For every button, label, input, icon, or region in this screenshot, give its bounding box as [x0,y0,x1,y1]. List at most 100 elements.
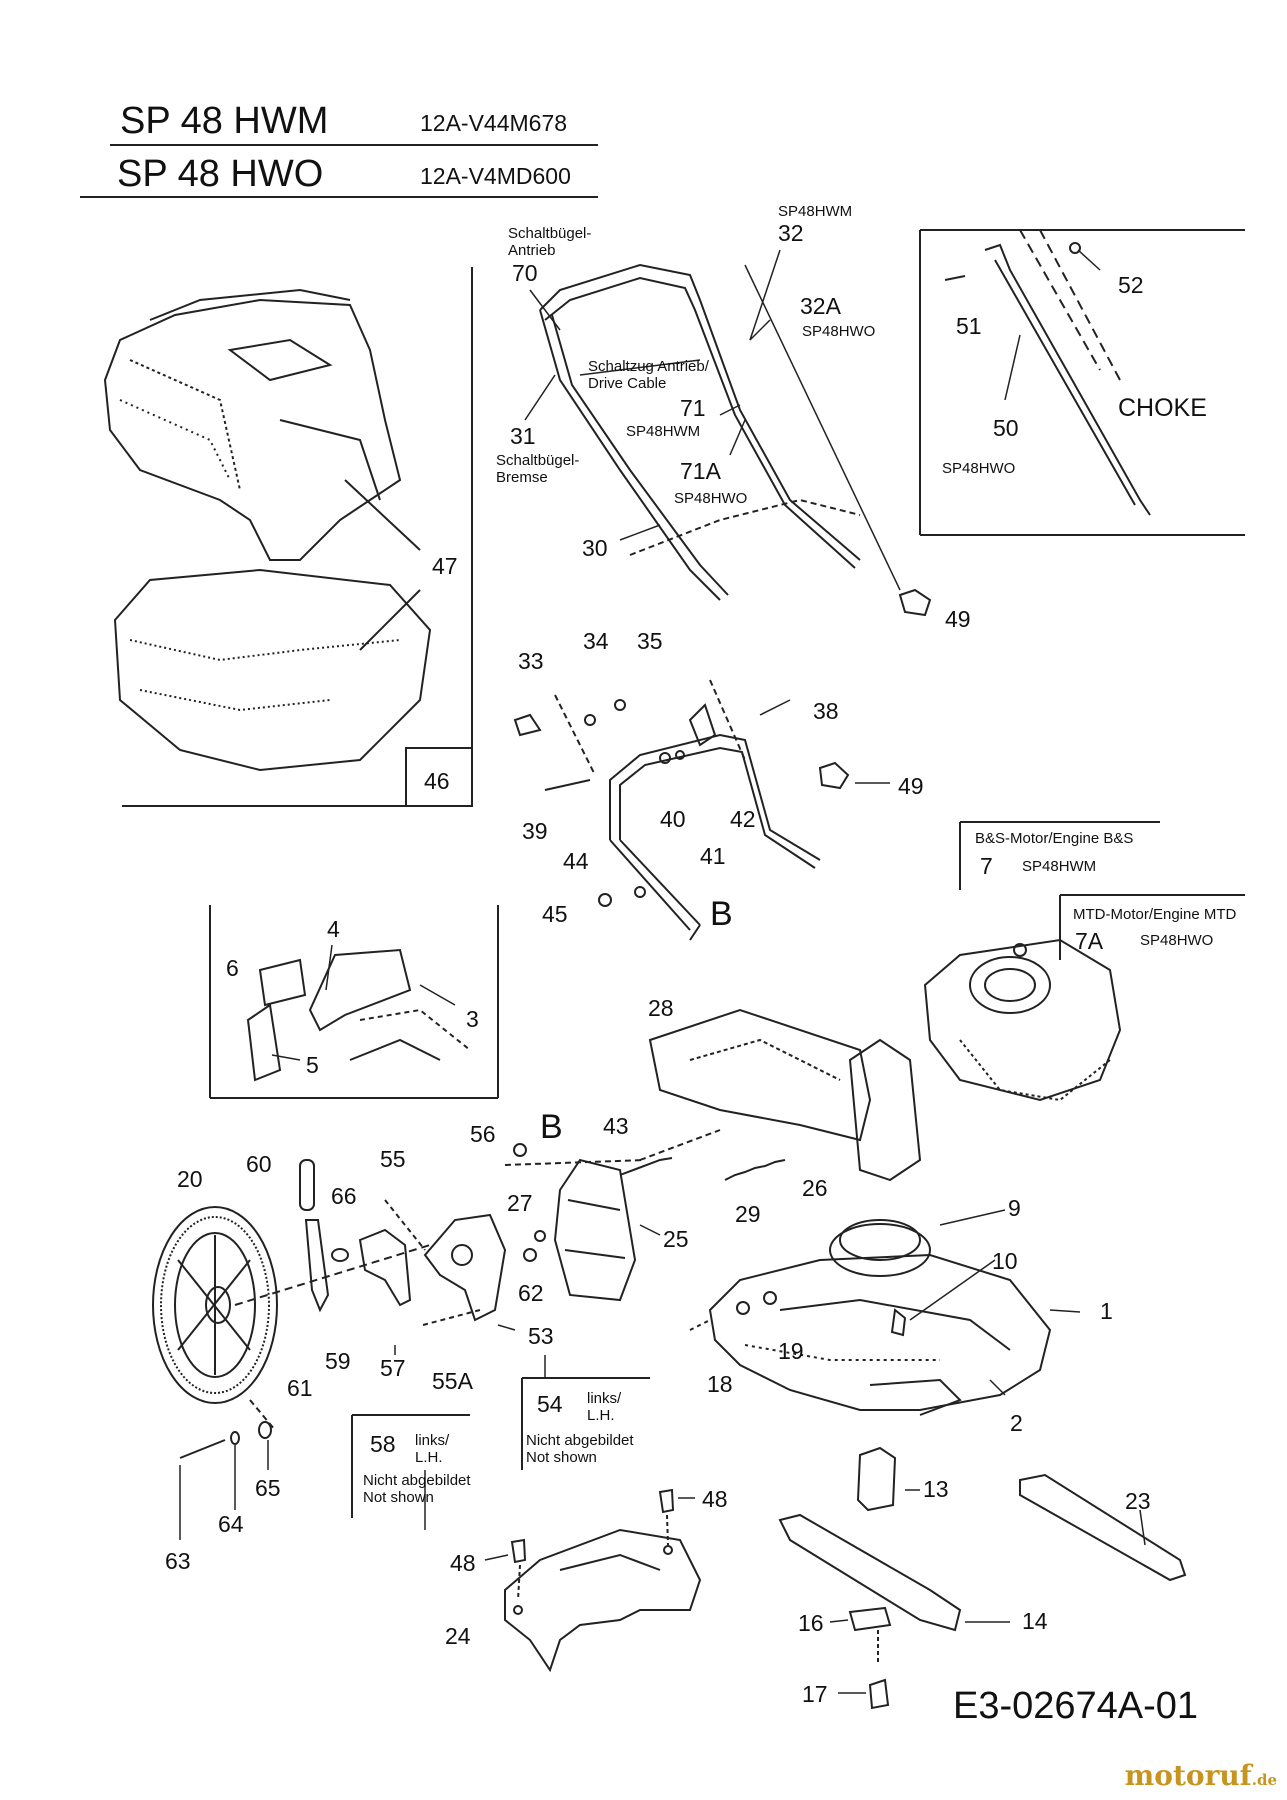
part-55a: 55A [432,1368,473,1394]
grass-catcher-frame [122,267,473,807]
part-1: 1 [1100,1298,1113,1324]
grass-catcher-basket [113,568,432,772]
label-sp48hwm-71: SP48HWM [626,423,701,440]
part-18: 18 [707,1371,733,1397]
part-17: 17 [802,1681,828,1707]
label-b-handle: B [710,895,733,933]
model-name-1: SP 48 HWM [120,100,329,142]
choke-frame [919,229,1245,536]
part-41: 41 [700,843,726,869]
part-3: 3 [466,1006,479,1032]
label-links-58: links/ L.H. [415,1432,450,1466]
part-58: 58 [370,1431,396,1457]
part-5: 5 [306,1052,319,1078]
part-14: 14 [1022,1608,1048,1634]
part-53: 53 [528,1323,554,1349]
part-39: 39 [522,818,548,844]
blade-adapter [856,1446,897,1512]
choke-cable [944,229,1151,516]
rear-cover [504,1528,702,1673]
part-57: 57 [380,1355,406,1381]
part-47: 47 [432,553,458,579]
part-7a: 7A [1075,928,1104,954]
lower-handle [513,679,890,941]
part-43: 43 [603,1113,629,1139]
part-61: 61 [287,1375,313,1401]
label-choke: CHOKE [1118,394,1207,422]
discharge-chute [648,1008,872,1142]
drive-belt [1019,1473,1187,1582]
model-code-2: 12A-V4MD600 [420,163,571,189]
part-38: 38 [813,698,839,724]
part-26: 26 [802,1175,828,1201]
part-33: 33 [518,648,544,674]
part-55: 55 [380,1146,406,1172]
upper-handle [539,263,901,601]
part-28: 28 [648,995,674,1021]
part-2: 2 [1010,1410,1023,1436]
part-35: 35 [637,628,663,654]
label-sp48hwm-32: SP48HWM [778,203,853,220]
part-52: 52 [1118,272,1144,298]
screw-48-left [510,1538,527,1564]
blade-bolt [868,1678,890,1710]
blade [778,1513,962,1632]
inset-frame-3-6 [209,905,499,1099]
part-59: 59 [325,1348,351,1374]
axle-sleeve [299,1159,315,1211]
blade-washer [848,1606,892,1632]
part-6: 6 [226,955,239,981]
part-4: 4 [327,916,340,942]
part-48-right: 48 [702,1486,728,1512]
part-23: 23 [1125,1488,1151,1514]
part-34: 34 [583,628,609,654]
engine [923,938,1122,1102]
model-code-1: 12A-V44M678 [420,110,568,136]
part-56: 56 [470,1121,496,1147]
mower-deck [708,1253,1052,1416]
label-sp48hwo-50: SP48HWO [942,460,1016,477]
gearbox [504,1129,721,1302]
part-54: 54 [537,1391,563,1417]
watermark-tld: .de [1251,1771,1277,1789]
part-71: 71 [680,395,706,421]
part-32a: 32A [800,293,841,319]
label-bs-motor: B&S-Motor/Engine B&S [975,830,1134,847]
label-b-gearbox: B [540,1108,563,1146]
part-40: 40 [660,806,686,832]
part-51: 51 [956,313,982,339]
label-sp48hwo-71a: SP48HWO [674,490,748,507]
part-60: 60 [246,1151,272,1177]
watermark-logo: motoruf.de [1125,1759,1277,1792]
label-sp48hwo-7a: SP48HWO [1140,932,1214,949]
part-66: 66 [331,1183,357,1209]
label-links-54: links/ L.H. [587,1390,622,1424]
part-13: 13 [923,1476,949,1502]
label-schaltbuegel-antrieb: Schaltbügel- Antrieb [508,225,592,259]
part-45: 45 [542,901,568,927]
part-27: 27 [507,1190,533,1216]
handle-clip-49-top [898,588,932,617]
part-16: 16 [798,1610,824,1636]
part-10: 10 [992,1248,1018,1274]
label-schaltbuegel-bremse: Schaltbügel- Bremse [496,452,580,486]
drawing-id: E3-02674A-01 [953,1685,1199,1727]
part-31: 31 [510,423,536,449]
part-24: 24 [445,1623,471,1649]
part-48-left: 48 [450,1550,476,1576]
part-49-mid: 49 [898,773,924,799]
part-20: 20 [177,1166,203,1192]
part-7: 7 [980,853,993,879]
label-mtd-motor: MTD-Motor/Engine MTD [1073,906,1237,923]
label-nicht-abgebildet-54: Nicht abgebildet Not shown [526,1432,634,1466]
height-lever [304,1219,330,1313]
model-name-2: SP 48 HWO [117,153,324,195]
label-nicht-abgebildet-58: Nicht abgebildet Not shown [363,1472,471,1506]
part-62: 62 [518,1280,544,1306]
watermark-brand: motoruf [1124,1759,1252,1792]
part-70: 70 [512,260,538,286]
part-30: 30 [582,535,608,561]
engine-bracket [848,1038,922,1182]
label-sp48hwm-7: SP48HWM [1022,858,1097,875]
label-sp48hwo-32a: SP48HWO [802,323,876,340]
